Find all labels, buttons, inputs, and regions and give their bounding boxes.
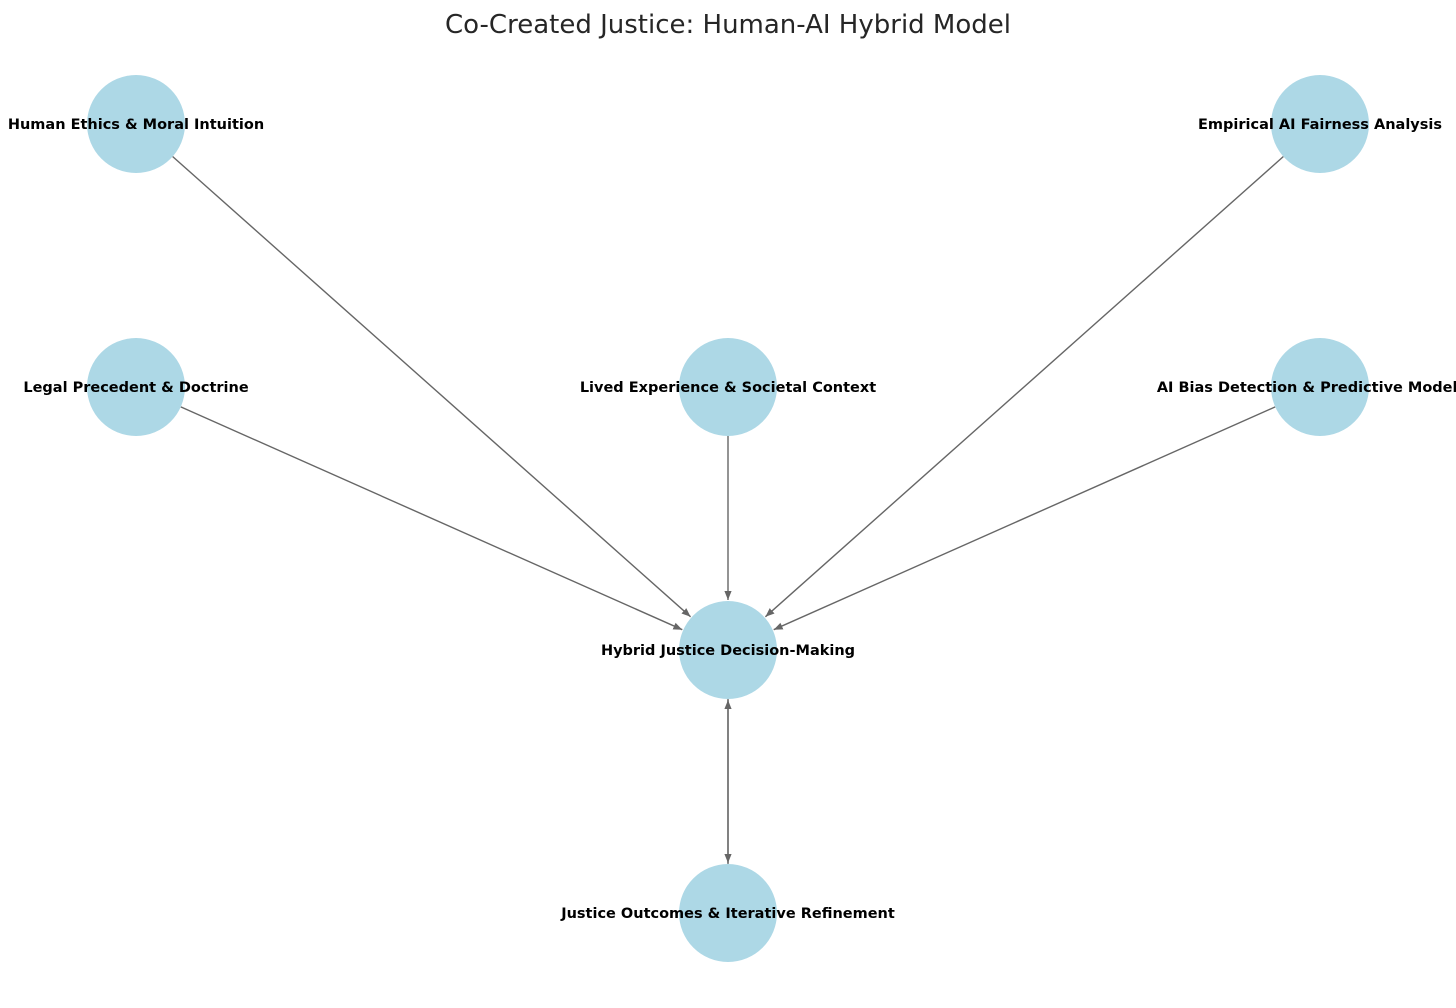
- edge-bias-to-hybrid: [773, 406, 1276, 631]
- node-label-outcomes: Justice Outcomes & Iterative Refinement: [560, 906, 895, 922]
- edge-fairness-to-hybrid: [764, 155, 1284, 618]
- edge-ethics-to-hybrid: [172, 155, 692, 618]
- node-label-fairness: Empirical AI Fairness Analysis: [1198, 117, 1442, 133]
- node-label-ethics: Human Ethics & Moral Intuition: [8, 117, 264, 133]
- node-ethics: Human Ethics & Moral Intuition: [8, 75, 264, 173]
- diagram-title: Co-Created Justice: Human-AI Hybrid Mode…: [445, 10, 1011, 40]
- node-label-bias: AI Bias Detection & Predictive Modeling: [1157, 380, 1456, 396]
- node-label-legal: Legal Precedent & Doctrine: [23, 380, 248, 396]
- node-legal: Legal Precedent & Doctrine: [23, 338, 249, 436]
- node-circle-outcomes: [679, 864, 777, 962]
- node-circle-ethics: [87, 75, 185, 173]
- node-circle-hybrid: [679, 601, 777, 699]
- node-label-hybrid: Hybrid Justice Decision-Making: [601, 643, 855, 659]
- node-hybrid: Hybrid Justice Decision-Making: [601, 601, 855, 699]
- node-circle-fairness: [1271, 75, 1369, 173]
- node-outcomes: Justice Outcomes & Iterative Refinement: [560, 864, 895, 962]
- node-bias: AI Bias Detection & Predictive Modeling: [1157, 338, 1456, 436]
- node-label-lived: Lived Experience & Societal Context: [580, 380, 876, 396]
- node-circle-bias: [1271, 338, 1369, 436]
- edge-legal-to-hybrid: [180, 406, 683, 631]
- edges-layer: [172, 155, 1284, 864]
- node-lived: Lived Experience & Societal Context: [580, 338, 876, 436]
- node-fairness: Empirical AI Fairness Analysis: [1198, 75, 1442, 173]
- nodes-layer: Human Ethics & Moral Intuition Empirical …: [8, 75, 1456, 962]
- node-circle-lived: [679, 338, 777, 436]
- node-circle-legal: [87, 338, 185, 436]
